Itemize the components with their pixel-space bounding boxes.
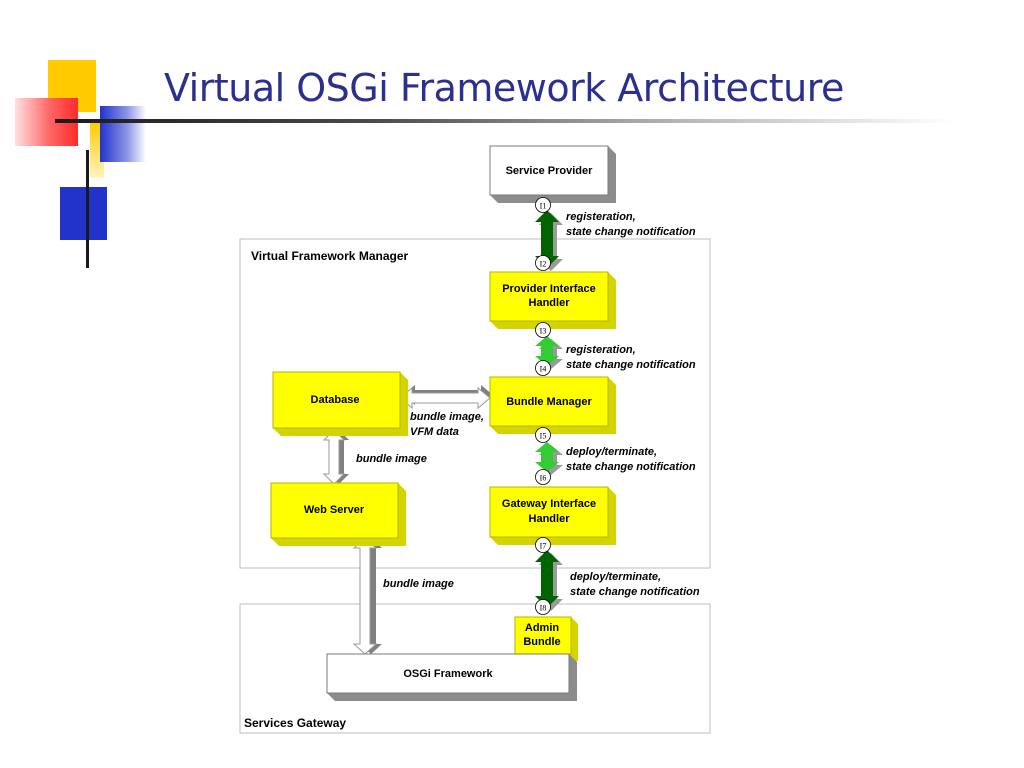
- annotation-pih-bm-line2: state change notification: [566, 359, 696, 371]
- interface-i2: I2: [535, 255, 551, 271]
- interface-i3-label: I3: [540, 327, 547, 336]
- interface-i7: I7: [535, 537, 551, 553]
- gih-label-line2: Handler: [529, 513, 571, 525]
- interface-i8-label: I8: [540, 604, 547, 613]
- interface-i6: I6: [535, 469, 551, 485]
- service-provider-box: Service Provider: [489, 145, 616, 203]
- osgi-framework-label: OSGi Framework: [403, 668, 493, 680]
- title-underline: [55, 119, 955, 123]
- service-provider-label: Service Provider: [506, 165, 594, 177]
- annotation-sp-pih-line1: registeration,: [566, 211, 636, 223]
- vfm-container-label: Virtual Framework Manager: [251, 249, 408, 263]
- deco-blue-gradient-square: [100, 106, 146, 162]
- gateway-interface-handler-box: Gateway Interface Handler: [489, 486, 616, 545]
- arrow-gih-admin: [535, 550, 563, 611]
- interface-i7-label: I7: [540, 542, 547, 551]
- annotation-bm-gih-line2: state change notification: [566, 461, 696, 473]
- deco-vertical-line: [86, 150, 89, 268]
- web-server-label: Web Server: [304, 504, 365, 516]
- annotation-bm-gih-line1: deploy/terminate,: [566, 446, 657, 458]
- interface-i8: I8: [535, 599, 551, 615]
- interface-i3: I3: [535, 322, 551, 338]
- gateway-container-label: Services Gateway: [244, 716, 346, 730]
- web-server-box: Web Server: [270, 482, 406, 546]
- database-label: Database: [311, 394, 360, 406]
- interface-i6-label: I6: [540, 474, 547, 483]
- annotation-sp-pih-line2: state change notification: [566, 226, 696, 238]
- slide-title: Virtual OSGi Framework Architecture: [164, 66, 844, 110]
- pih-label-line2: Handler: [529, 297, 571, 309]
- gateway-container: [239, 603, 711, 734]
- annotation-gih-admin-line1: deploy/terminate,: [570, 571, 661, 583]
- annotation-db-ws: bundle image: [356, 453, 427, 465]
- interface-i5: I5: [535, 427, 551, 443]
- interface-i1: I1: [535, 197, 551, 213]
- deco-blue-square: [60, 187, 107, 240]
- arrow-db-bm: [399, 385, 493, 410]
- gih-label-line1: Gateway Interface: [502, 498, 596, 510]
- bundle-manager-label: Bundle Manager: [506, 396, 592, 408]
- annotation-ws-osgi: bundle image: [383, 578, 454, 590]
- interface-i5-label: I5: [540, 432, 547, 441]
- database-box: Database: [272, 371, 408, 436]
- bundle-manager-box: Bundle Manager: [489, 376, 616, 434]
- interface-i4: I4: [535, 360, 551, 376]
- arrow-ws-osgi: [352, 537, 382, 655]
- admin-bundle-label-line2: Bundle: [523, 636, 560, 648]
- admin-bundle-label-line1: Admin: [525, 622, 560, 634]
- osgi-framework-box: OSGi Framework: [326, 653, 577, 701]
- annotation-gih-admin-line2: state change notification: [570, 586, 700, 598]
- interface-i2-label: I2: [540, 260, 547, 269]
- provider-interface-handler-box: Provider Interface Handler: [489, 271, 616, 329]
- annotation-db-bm-line1: bundle image,: [410, 411, 484, 423]
- interface-i1-label: I1: [540, 202, 547, 211]
- arrow-bm-gih: [535, 442, 563, 475]
- annotation-pih-bm-line1: registeration,: [566, 344, 636, 356]
- vfm-container: [239, 238, 711, 569]
- admin-bundle-box: Admin Bundle: [514, 616, 578, 661]
- pih-label-line1: Provider Interface: [502, 283, 596, 295]
- interface-i4-label: I4: [540, 365, 547, 374]
- annotation-db-bm-line2: VFM data: [410, 426, 459, 438]
- arrow-db-ws: [322, 429, 349, 485]
